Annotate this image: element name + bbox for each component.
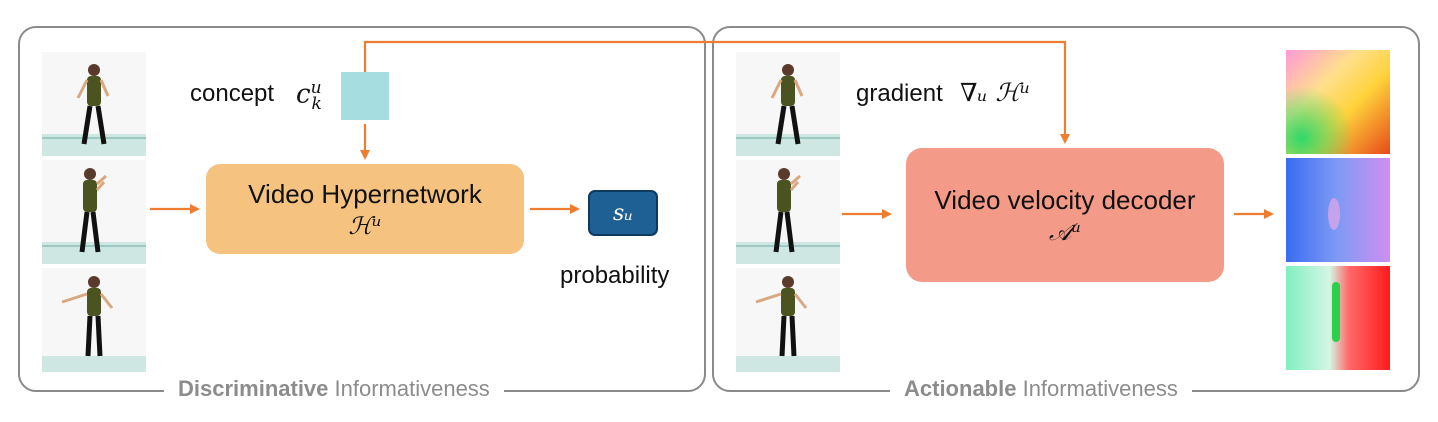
actionable-caption: Actionable Informativeness [890,376,1192,402]
gradient-symbol: ∇ᵤ ℋᵘ [960,78,1031,107]
video-velocity-decoder-symbol: 𝒜ᵘ [1048,217,1082,246]
video-frame-1 [42,52,146,156]
concept-label: concept [190,80,275,107]
video-hypernetwork-symbol: ℋᵘ [348,211,382,240]
video-velocity-decoder-box: Video velocity decoder 𝒜ᵘ [906,148,1224,282]
gradient-label: gradient [856,80,943,107]
video-frame-6 [736,268,840,372]
concept-vector [341,72,389,120]
video-frame-4 [736,52,840,156]
flow-output-1 [1286,50,1390,154]
video-frame-3 [42,268,146,372]
score-box: sᵤ [588,190,658,236]
video-frame-2 [42,160,146,264]
video-hypernetwork-box: Video Hypernetwork ℋᵘ [206,164,524,254]
video-frame-5 [736,160,840,264]
flow-output-2 [1286,158,1390,262]
arrow-concept-to-decoder [363,40,1070,144]
concept-symbol: cuk [296,78,322,114]
flow-output-3 [1286,266,1390,370]
video-hypernetwork-label: Video Hypernetwork [248,178,482,209]
video-velocity-decoder-label: Video velocity decoder [934,184,1196,215]
probability-label: probability [560,262,670,289]
discriminative-caption: Discriminative Informativeness [164,376,504,402]
